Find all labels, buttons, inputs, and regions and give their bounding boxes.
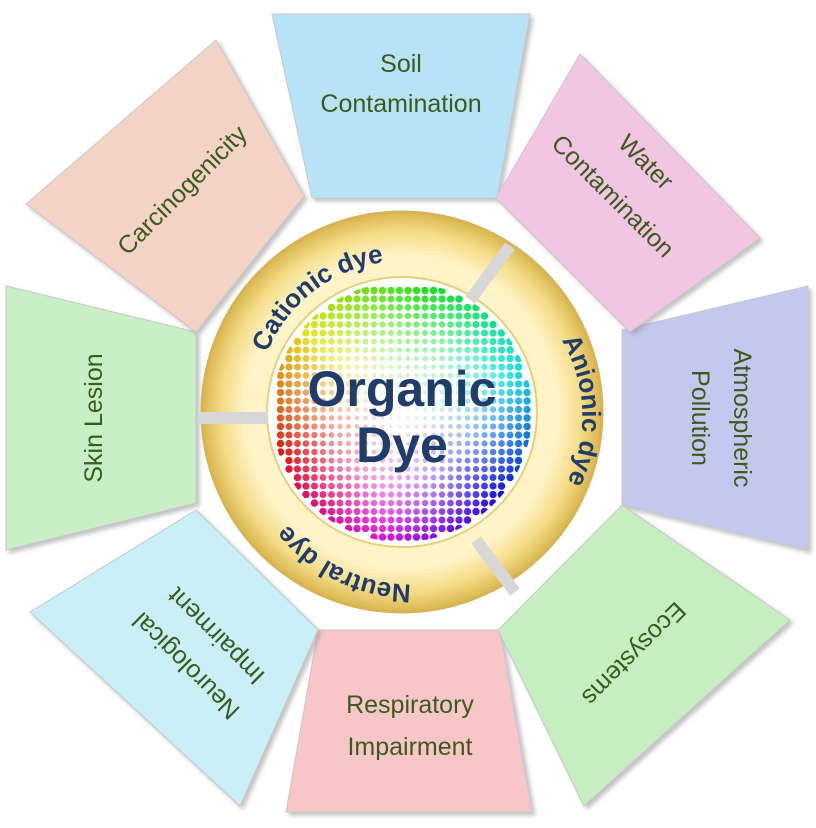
- panel-soil-line1: Soil: [380, 50, 422, 78]
- panel-respiratory-shape: [285, 629, 533, 813]
- panel-ecosystems: Ecosystems: [497, 504, 791, 807]
- center-glow: [272, 282, 532, 542]
- panel-water-shape: [495, 53, 761, 333]
- panel-atmospheric-shape: [621, 285, 809, 551]
- panel-water-contamination: Water Contamination: [495, 53, 761, 333]
- panel-atmospheric-line2: Pollution: [686, 370, 714, 466]
- panel-carcinogenicity-shape: [25, 39, 305, 333]
- panel-atmospheric-line1: Atmospheric: [728, 349, 756, 488]
- panel-respiratory-line2: Impairment: [347, 733, 472, 761]
- panel-carcinogenicity: Carcinogenicity: [25, 39, 305, 333]
- center-title-line1: Organic: [308, 361, 497, 417]
- center-title-line2: Dye: [356, 417, 448, 473]
- panel-skin-line1: Skin Lesion: [80, 353, 108, 482]
- panel-skin-lesion: Skin Lesion: [5, 285, 197, 551]
- panel-respiratory-line1: Respiratory: [346, 691, 474, 719]
- panel-neurological-impairment: Neurological Impairment: [29, 509, 319, 807]
- panel-atmospheric-pollution: Atmospheric Pollution: [621, 285, 809, 551]
- panel-respiratory-impairment: Respiratory Impairment: [285, 629, 533, 813]
- ring-separator-1: [465, 242, 515, 304]
- panel-skin-shape: [5, 285, 197, 551]
- panel-soil-line2: Contamination: [320, 90, 481, 118]
- panel-neurological-shape: [29, 509, 319, 807]
- panel-soil-contamination: Soil Contamination: [271, 13, 531, 199]
- ring-separator-3: [471, 536, 520, 596]
- panel-ecosystems-shape: [497, 504, 791, 807]
